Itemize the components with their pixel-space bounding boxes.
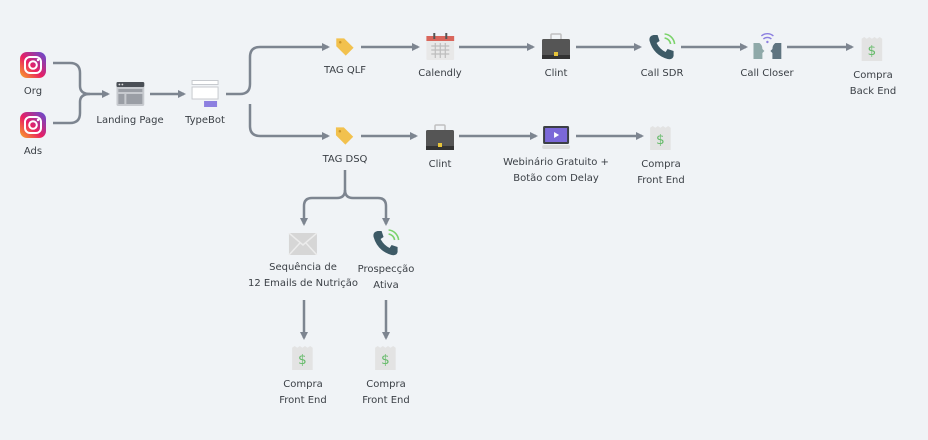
label-line: Back End (849, 86, 897, 97)
svg-text:$: $ (381, 352, 390, 368)
tag-icon (336, 127, 354, 145)
phone-icon (373, 229, 400, 256)
node-label: Clint (428, 159, 452, 170)
receipt-dollar-icon: $ (374, 346, 396, 370)
node-label: Call SDR (640, 68, 684, 79)
node-email-sequence: Sequência de 12 Emails de Nutrição (248, 233, 358, 292)
browser-window-icon (116, 82, 144, 106)
node-tag-qlf: TAG QLF (324, 36, 366, 79)
node-webinar: Webinário Gratuito + Botão com Delay (503, 126, 609, 187)
svg-text:$: $ (298, 352, 307, 368)
node-calendly: Calendly (418, 33, 462, 82)
receipt-dollar-icon: $ (291, 346, 313, 370)
node-ads: Ads (19, 111, 47, 160)
receipt-dollar-icon: $ (649, 126, 671, 150)
node-label: Sequência de 12 Emails de Nutrição (248, 260, 358, 292)
wire-dsq-split (300, 170, 347, 226)
label-line: Prospecção (357, 264, 415, 275)
node-label: TypeBot (185, 115, 225, 126)
label-line: Compra (283, 379, 323, 390)
receipt-dollar-icon: $ (861, 37, 883, 61)
label-line: Webinário Gratuito + (503, 157, 609, 168)
label-line: Sequência de (269, 262, 337, 273)
label-line: Front End (362, 395, 410, 406)
wire-dsq-prosp (343, 189, 390, 226)
node-typebot: TypeBot (185, 80, 225, 129)
node-label: Webinário Gratuito + Botão com Delay (503, 155, 609, 187)
node-label: Call Closer (740, 68, 794, 79)
phone-icon (649, 33, 676, 60)
node-label: Calendly (418, 68, 462, 79)
form-icon (191, 80, 219, 107)
instagram-icon (20, 52, 46, 78)
label-line: Front End (637, 175, 685, 186)
tag-icon (336, 38, 354, 56)
label-line: Compra (853, 70, 893, 81)
calendar-icon (426, 33, 454, 60)
video-monitor-icon (541, 126, 570, 149)
wire-typebot-dsq (248, 104, 330, 140)
wire-typebot-split (226, 43, 330, 96)
wire-ads-landing (53, 92, 91, 125)
label-line: Botão com Delay (513, 173, 599, 184)
svg-text:$: $ (656, 132, 665, 148)
briefcase-icon (542, 33, 570, 59)
node-landing-page: Landing Page (96, 80, 164, 129)
label-line: Compra (366, 379, 406, 390)
label-line: Compra (641, 159, 681, 170)
conversation-icon (752, 33, 781, 59)
label-line: 12 Emails de Nutrição (247, 278, 359, 289)
node-call-sdr: Call SDR (640, 33, 684, 82)
envelope-icon (288, 233, 318, 255)
node-label: Landing Page (96, 115, 164, 126)
label-line: Ativa (373, 280, 399, 291)
label-line: Front End (279, 395, 327, 406)
node-label: TAG QLF (323, 65, 367, 76)
node-clint-2: Clint (426, 124, 454, 173)
node-tag-dsq: TAG DSQ (322, 125, 368, 168)
node-label: Ads (23, 146, 43, 157)
briefcase-icon (426, 124, 454, 150)
node-call-closer: Call Closer (740, 33, 794, 82)
node-org: Org (19, 51, 47, 100)
node-label: Clint (544, 68, 568, 79)
node-clint-1: Clint (542, 33, 570, 82)
svg-text:$: $ (868, 43, 877, 59)
node-label: Org (23, 86, 43, 97)
instagram-icon (20, 112, 46, 138)
node-label: TAG DSQ (322, 154, 368, 165)
